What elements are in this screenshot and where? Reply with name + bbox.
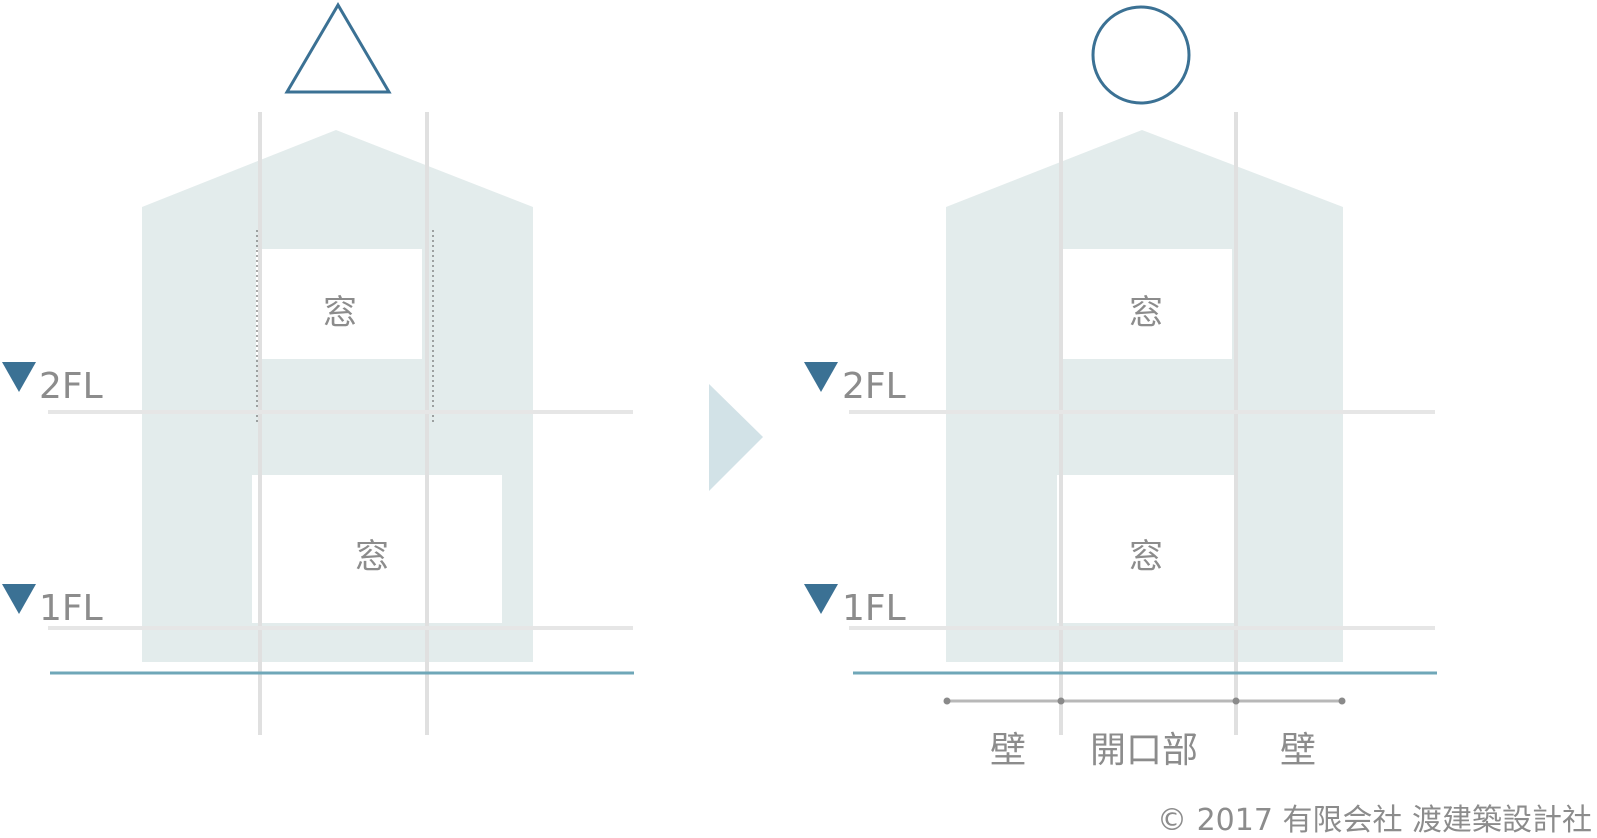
- upper-window-right: [1062, 249, 1232, 359]
- dimension-label-wall-right: 壁: [1280, 730, 1316, 771]
- dimension-line: [943, 697, 1346, 705]
- level-label-2fl-left: 2FL: [39, 366, 103, 407]
- dimension-tick: [1338, 697, 1346, 705]
- room-label-lower-right: 窓: [1129, 537, 1163, 577]
- level-label-1fl-right: 1FL: [842, 588, 906, 629]
- level-label-2fl-right: 2FL: [842, 366, 906, 407]
- level-label-1fl-left: 1FL: [39, 588, 103, 629]
- transition-arrow-icon: [709, 384, 763, 491]
- triangle-rating-icon: [284, 2, 392, 94]
- dimension-tick: [1232, 697, 1240, 705]
- level-marker-1fl-right-icon: [804, 584, 838, 614]
- lower-opening-right: [1057, 475, 1234, 623]
- room-label-lower-left: 窓: [355, 537, 389, 577]
- copyright-notice: © 2017 有限会社 渡建築設計社: [1157, 803, 1592, 838]
- circle-rating-icon: [1091, 5, 1191, 105]
- dimension-tick: [1057, 697, 1065, 705]
- upper-window-left: [256, 249, 422, 359]
- dimension-tick: [943, 697, 951, 705]
- right-panel: 2FL 1FL 窓 窓 壁 開口部 壁: [804, 5, 1437, 771]
- room-label-upper-right: 窓: [1129, 293, 1163, 333]
- level-marker-2fl-right-icon: [804, 362, 838, 392]
- level-marker-2fl-left-icon: [2, 362, 36, 392]
- dimension-label-wall-left: 壁: [990, 730, 1026, 771]
- room-label-upper-left: 窓: [323, 293, 357, 333]
- left-panel: 2FL 1FL 窓 窓: [2, 2, 634, 735]
- dimension-label-opening: 開口部: [1090, 730, 1198, 771]
- lower-opening-left: [252, 475, 502, 623]
- house-silhouette-right: [946, 130, 1343, 662]
- level-marker-1fl-left-icon: [2, 584, 36, 614]
